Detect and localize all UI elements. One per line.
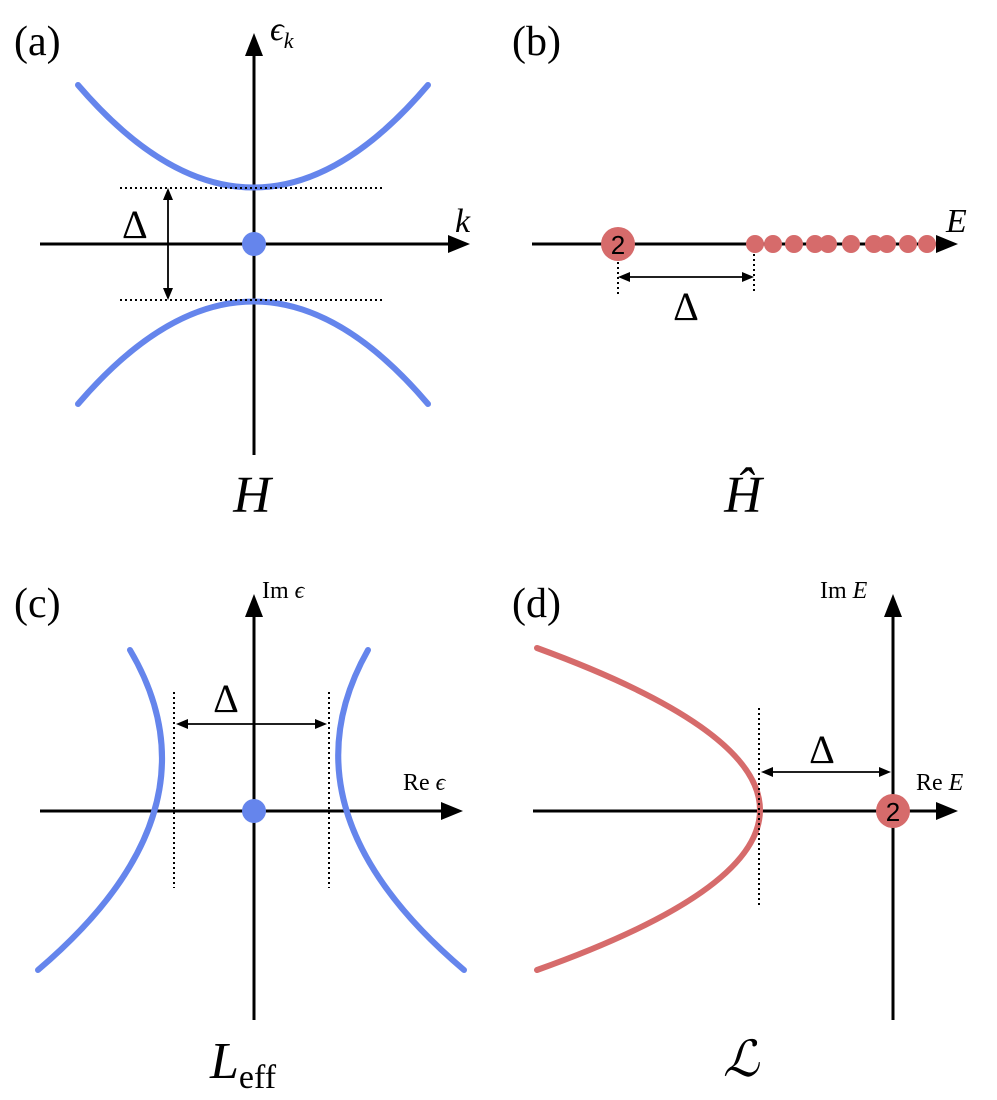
panel-a-y-label: ϵk	[270, 11, 295, 53]
panel-a-x-arrowhead	[448, 235, 470, 253]
panel-c-left-branch	[35, 647, 165, 973]
panel-a-x-label: k	[455, 203, 471, 240]
panel-d-y-arrowhead	[884, 594, 902, 617]
panel-d-tag: (d)	[512, 581, 561, 627]
panel-b-continuum-dot	[918, 235, 936, 253]
panel-c-operator: Leff	[209, 1033, 277, 1096]
panel-c-x-arrowhead	[441, 802, 463, 820]
panel-b-continuum-dot	[764, 235, 782, 253]
panel-a-tag: (a)	[14, 19, 61, 65]
panel-b-degeneracy: 2	[611, 230, 625, 260]
panel-b-continuum-dot	[842, 235, 860, 253]
panel-d-y-label: Im E	[820, 578, 868, 604]
panel-a-zero-mode	[242, 232, 266, 256]
panel-b-continuum-dot	[865, 235, 883, 253]
panel-d-gap-label: Δ	[809, 727, 835, 772]
panel-c-tag: (c)	[14, 581, 61, 627]
panel-b-gap-arrow-head-right	[742, 272, 754, 282]
panel-d: (d) Im E Re E Δ 2 ℒ	[512, 578, 964, 1087]
panel-b-ground-state	[601, 227, 635, 261]
panel-b-continuum	[746, 235, 936, 253]
panel-a-gap-label: Δ	[122, 202, 148, 247]
panel-c-right-branch	[335, 647, 467, 973]
panel-b: (b) E 2 Δ Ĥ	[512, 19, 967, 524]
panel-b-tag: (b)	[512, 19, 561, 65]
panel-b-operator: Ĥ	[723, 466, 764, 524]
panel-a-operator: H	[232, 467, 273, 524]
panel-c-y-label: Im ϵ	[262, 578, 306, 604]
panel-b-continuum-dot	[878, 235, 896, 253]
panel-d-gap-arrow-head-left	[761, 767, 773, 777]
panel-d-x-label: Re E	[916, 770, 964, 796]
panel-d-steady-state	[876, 794, 910, 828]
panel-a-gap-arrow-head-bottom	[163, 288, 173, 300]
panel-c-y-arrowhead	[245, 594, 263, 617]
panel-b-continuum-dot	[785, 235, 803, 253]
panel-c-zero-mode	[242, 799, 266, 823]
panel-b-continuum-dot	[746, 235, 764, 253]
panel-b-continuum-dot	[899, 235, 917, 253]
panel-b-gap-label: Δ	[673, 284, 699, 329]
panel-a-upper-band	[75, 82, 431, 191]
panel-a-lower-band	[75, 298, 431, 407]
panel-c-gap-arrow-head-left	[176, 719, 188, 729]
panel-a-y-arrowhead	[245, 33, 263, 56]
panel-d-degeneracy: 2	[886, 797, 900, 827]
panel-b-x-arrowhead	[936, 235, 958, 253]
panel-b-x-label: E	[945, 203, 967, 240]
panel-c: (c) Im ϵ Re ϵ Δ Leff	[14, 578, 467, 1096]
panel-c-gap-label: Δ	[213, 676, 239, 721]
panel-a: (a) ϵk k Δ H	[14, 11, 471, 524]
panel-c-gap-arrow-head-right	[315, 719, 327, 729]
panel-d-spectrum-curve	[534, 645, 763, 973]
panel-b-continuum-dot	[806, 235, 824, 253]
panel-d-gap-arrow-head-right	[879, 767, 891, 777]
panel-d-operator: ℒ	[723, 1031, 760, 1087]
panel-a-gap-arrow-head-top	[163, 188, 173, 200]
panel-b-gap-arrow-head-left	[618, 272, 630, 282]
panel-b-continuum-dot	[819, 235, 837, 253]
panel-c-x-label: Re ϵ	[403, 770, 447, 796]
panel-d-x-arrowhead	[936, 802, 958, 820]
